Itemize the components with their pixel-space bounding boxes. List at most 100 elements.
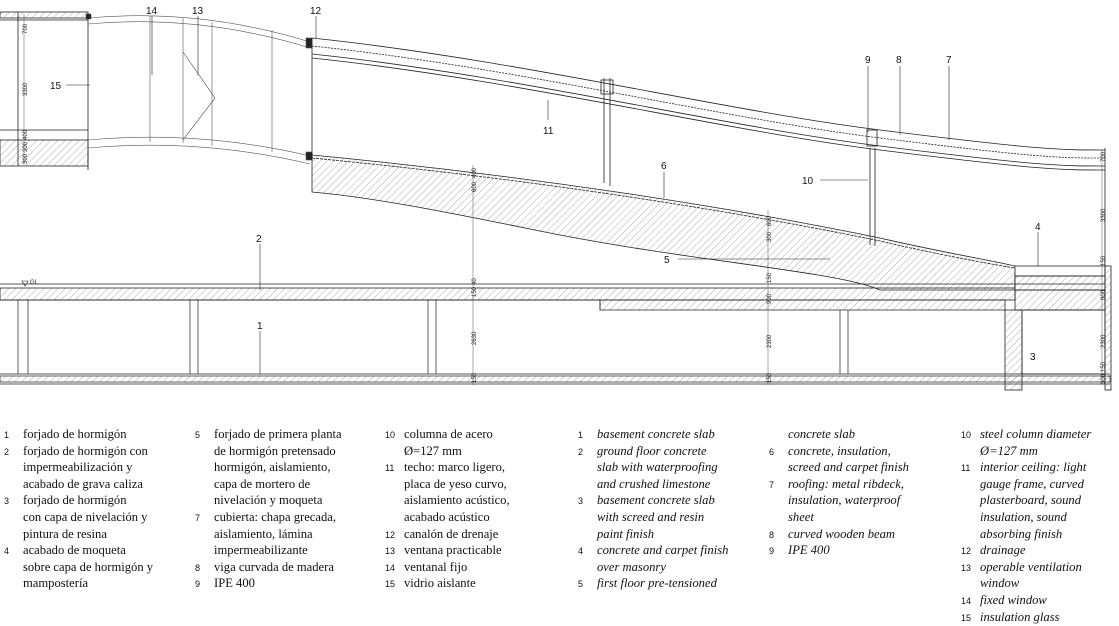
legend-item-text: drainage bbox=[980, 543, 1026, 558]
legend-item-number: 15 bbox=[385, 579, 396, 590]
callout-9: 9 bbox=[865, 55, 871, 66]
legend-item-text: concrete, insulation, bbox=[788, 443, 891, 458]
legend-item-text: acabado de moqueta bbox=[23, 543, 126, 558]
legend-item-number: 14 bbox=[385, 562, 396, 573]
legend-item-text: absorbing finish bbox=[980, 526, 1063, 541]
svg-text:700: 700 bbox=[23, 23, 29, 34]
legend-item-text: concrete and carpet finish bbox=[597, 543, 729, 558]
legend-item: 15 vidrio aislante bbox=[385, 575, 510, 592]
legend-item-text: capa de mortero de bbox=[214, 476, 311, 491]
left-building-block bbox=[0, 11, 89, 170]
legend-item-number: 13 bbox=[385, 546, 396, 557]
legend-item-number: 10 bbox=[385, 430, 396, 440]
legend-item-number: 8 bbox=[769, 529, 775, 540]
legend-item-number: 4 bbox=[4, 546, 10, 557]
legend-item-text: vidrio aislante bbox=[404, 576, 476, 591]
svg-text:400: 400 bbox=[472, 167, 478, 178]
legend-item-text: fixed window bbox=[980, 592, 1047, 607]
legend-item-text: basement concrete slab bbox=[597, 493, 715, 508]
legend-item-text: aislamiento acústico, bbox=[404, 493, 510, 508]
right-building-block bbox=[1004, 265, 1112, 391]
legend-item-number: 5 bbox=[578, 579, 584, 590]
legend-item-text: pintura de resina bbox=[23, 526, 107, 541]
basement bbox=[0, 300, 1111, 385]
legend-item-number: 7 bbox=[195, 512, 201, 523]
callout-4: 4 bbox=[1035, 222, 1041, 233]
legend-item-text: sheet bbox=[788, 509, 814, 524]
legend-item-text: and crushed limestone bbox=[597, 476, 711, 491]
svg-text:2300: 2300 bbox=[1101, 334, 1107, 348]
callout-1: 1 bbox=[257, 321, 263, 332]
svg-text:150: 150 bbox=[472, 372, 478, 383]
legend-item-text: screed and carpet finish bbox=[788, 460, 909, 475]
legend-item-text: de hormigón pretensado bbox=[214, 443, 336, 458]
callout-13: 13 bbox=[192, 6, 204, 17]
svg-text:600: 600 bbox=[472, 181, 478, 192]
legend-item-text: forjado de hormigón bbox=[23, 427, 127, 441]
legend-item-text: concrete slab bbox=[788, 427, 856, 441]
svg-text:300: 300 bbox=[23, 141, 29, 152]
svg-text:150: 150 bbox=[472, 286, 478, 297]
svg-text:300: 300 bbox=[23, 153, 29, 164]
dimension-lines bbox=[23, 14, 1103, 385]
legend-item-number: 12 bbox=[385, 529, 396, 540]
legend-item-number: 1 bbox=[4, 430, 10, 440]
legend-item-text: curved wooden beam bbox=[788, 526, 896, 541]
legend-item-text: IPE 400 bbox=[788, 543, 830, 558]
legend-item-number: 9 bbox=[195, 579, 201, 590]
callout-11: 11 bbox=[543, 126, 554, 137]
legend-item-number: 7 bbox=[769, 479, 775, 490]
callout-14: 14 bbox=[146, 6, 158, 17]
svg-text:150: 150 bbox=[1101, 361, 1107, 372]
legend-item-text: insulation, waterproof bbox=[788, 493, 901, 508]
legend-item-text: forjado de primera planta bbox=[214, 427, 342, 441]
svg-text:3300: 3300 bbox=[1101, 208, 1107, 222]
legend-item-text: sobre capa de hormigón y bbox=[23, 559, 154, 574]
legend-item-number: 6 bbox=[769, 446, 775, 457]
legend-item: 1 forjado de hormigón bbox=[4, 426, 153, 443]
svg-text:2630: 2630 bbox=[472, 331, 478, 345]
legend-item-text: acabado de grava caliza bbox=[23, 476, 143, 491]
legend-item-text: slab with waterproofing bbox=[597, 460, 718, 475]
glazed-facade bbox=[85, 13, 313, 165]
svg-text:600: 600 bbox=[767, 215, 773, 226]
legend-item-text: forjado de hormigón con bbox=[23, 443, 148, 458]
legend-item-text: IPE 400 bbox=[214, 576, 255, 591]
svg-text:300: 300 bbox=[767, 231, 773, 242]
legend-item-number: 15 bbox=[961, 612, 972, 623]
legend-item-text: roofing: metal ribdeck, bbox=[788, 476, 905, 491]
svg-text:2300: 2300 bbox=[767, 334, 773, 348]
section-drawing: 700 3300 400 300 300 400 600 40 150 2630… bbox=[0, 6, 1112, 391]
curved-roof bbox=[311, 37, 1106, 300]
legend-item-text: first floor pre-tensioned bbox=[597, 576, 717, 591]
svg-text:40: 40 bbox=[472, 278, 478, 285]
legend-item-text: canalón de drenaje bbox=[404, 526, 499, 541]
callout-6: 6 bbox=[661, 161, 667, 172]
legend-item-text: placa de yeso curvo, bbox=[404, 476, 507, 491]
legend-item: 12 canalón de drenaje bbox=[385, 526, 510, 543]
legend-item-text: plasterboard, sound bbox=[980, 493, 1081, 508]
legend-english-col-2: concrete slab 6 concrete, insulation, scree… bbox=[769, 426, 909, 559]
callout-3: 3 bbox=[1030, 352, 1036, 363]
legend-item-number: 13 bbox=[961, 562, 972, 573]
dimension-texts: 700 3300 400 300 300 400 600 40 150 2630… bbox=[23, 23, 1107, 384]
legend-item-number: 10 bbox=[961, 430, 972, 440]
legend-item-number: 2 bbox=[4, 446, 10, 457]
legend-item-number: 12 bbox=[961, 546, 972, 557]
svg-text:700: 700 bbox=[1101, 151, 1107, 162]
ground-floor-slab bbox=[0, 283, 1105, 311]
legend-item-text: cubierta: chapa grecada, bbox=[214, 509, 337, 524]
